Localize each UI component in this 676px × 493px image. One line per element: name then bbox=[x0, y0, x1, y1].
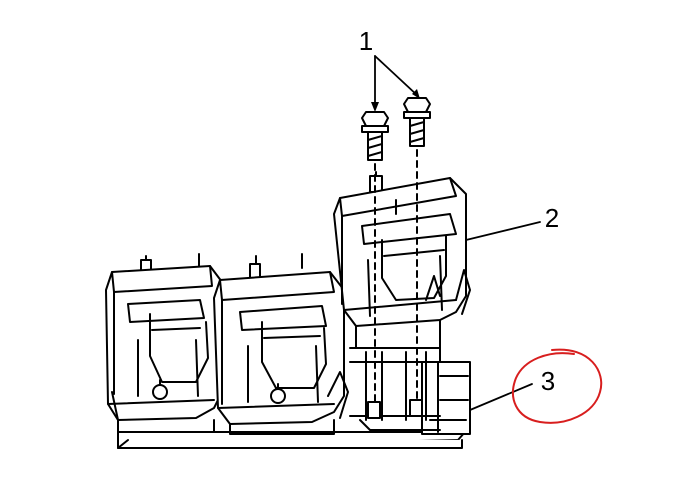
leader-lines bbox=[374, 55, 541, 411]
callout-label-3: 3 bbox=[540, 366, 556, 396]
bolt-center-lines bbox=[374, 149, 418, 413]
callout-label-2: 2 bbox=[544, 203, 560, 233]
base-studs bbox=[365, 351, 427, 421]
ignition-module-base-plate bbox=[117, 347, 471, 449]
highlight-circle bbox=[512, 348, 603, 424]
ignition-coil-left bbox=[105, 253, 223, 433]
ignition-coil-right bbox=[333, 171, 471, 349]
leader-arrowheads bbox=[371, 89, 420, 112]
ignition-coil-middle bbox=[213, 253, 349, 435]
mounting-bolts bbox=[361, 97, 431, 161]
callout-label-1: 1 bbox=[358, 26, 374, 56]
